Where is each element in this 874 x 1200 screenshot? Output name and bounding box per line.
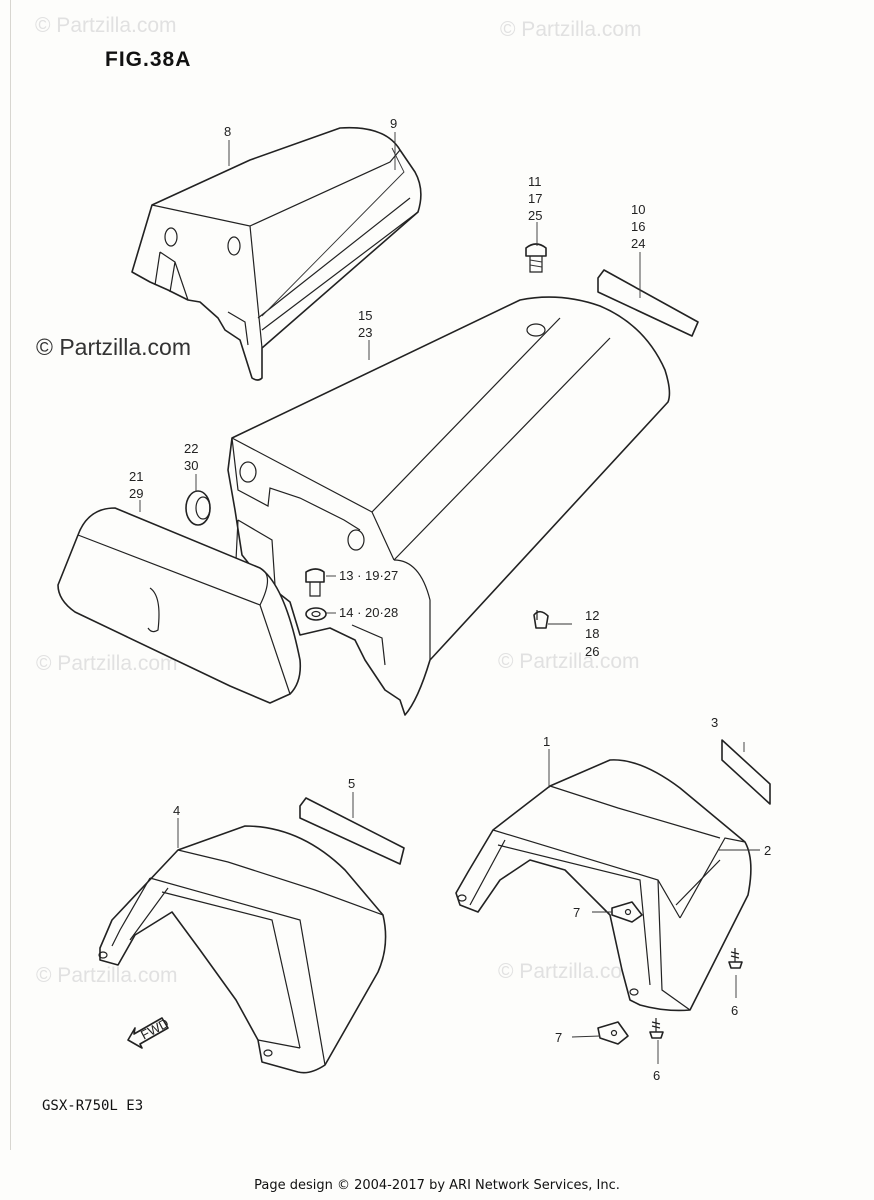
part-15-seat-cover[interactable] (227, 296, 671, 716)
part-10-emblem-strip[interactable] (597, 269, 699, 337)
callout-8: 8 (224, 124, 231, 139)
watermark: © Partzilla.com (500, 18, 642, 41)
callout-13-19-27: 13 · 19·27 (339, 568, 398, 583)
watermark: © Partzilla.com (498, 960, 640, 983)
part-7-clip[interactable] (611, 901, 643, 923)
watermark: © Partzilla.com (36, 652, 178, 675)
page-border (10, 0, 11, 1150)
callouts: 8 9 11 17 25 10 16 24 15 23 22 30 21 29 … (129, 116, 771, 1083)
watermark: © Partzilla.com (498, 650, 640, 673)
callout-10: 10 (631, 202, 645, 217)
callout-9: 9 (390, 116, 397, 131)
leader-lines (139, 132, 760, 1064)
callout-16: 16 (631, 219, 645, 234)
part-22-grommet[interactable] (185, 490, 211, 526)
callout-1: 1 (543, 734, 550, 749)
callout-2: 2 (764, 843, 771, 858)
part-6-screw[interactable] (728, 948, 743, 969)
callout-3: 3 (711, 715, 718, 730)
part-5-emblem[interactable] (299, 797, 405, 865)
callout-24: 24 (631, 236, 645, 251)
part-12-screw[interactable] (533, 610, 549, 629)
part-3-emblem-strip (721, 739, 771, 805)
part-6-screw[interactable] (649, 1018, 664, 1039)
part-1-rear-cover[interactable] (455, 759, 752, 1012)
callout-25: 25 (528, 208, 542, 223)
callout-22: 22 (184, 441, 198, 456)
part-11-screw[interactable] (525, 243, 547, 273)
part-4-rear-cover[interactable] (98, 825, 387, 1074)
callout-6: 6 (731, 1003, 738, 1018)
callout-18: 18 (585, 626, 599, 641)
fwd-label: FWD (138, 1015, 171, 1042)
model-label: GSX-R750L E3 (42, 1098, 144, 1114)
part-13-bolt[interactable] (305, 568, 325, 597)
watermark: © Partzilla.com (36, 964, 178, 987)
part-8-seat-tail-cover[interactable] (131, 126, 422, 381)
watermark-dark: © Partzilla.com (36, 334, 191, 360)
callout-29: 29 (129, 486, 143, 501)
part-7-clip[interactable] (597, 1021, 629, 1045)
callout-4: 4 (173, 803, 180, 818)
callout-26: 26 (585, 644, 599, 659)
figure-title: FIG.38A (105, 48, 192, 71)
callout-14-20-28: 14 · 20·28 (339, 605, 398, 620)
watermark: © Partzilla.com (35, 14, 177, 37)
part-3-emblem[interactable] (721, 739, 771, 805)
callout-30: 30 (184, 458, 198, 473)
callout-21: 21 (129, 469, 143, 484)
callout-15: 15 (358, 308, 372, 323)
callout-11: 11 (528, 174, 542, 189)
callout-5: 5 (348, 776, 355, 791)
callout-6: 6 (653, 1068, 660, 1083)
callout-12: 12 (585, 608, 599, 623)
callout-7: 7 (573, 905, 580, 920)
callout-17: 17 (528, 191, 542, 206)
part-14-washer[interactable] (305, 607, 327, 621)
part-21-tail-light[interactable] (57, 507, 302, 704)
callout-23: 23 (358, 325, 372, 340)
callout-7: 7 (555, 1030, 562, 1045)
page-footer: Page design © 2004-2017 by ARI Network S… (254, 1178, 620, 1193)
fwd-arrow-icon: FWD (127, 1015, 171, 1049)
